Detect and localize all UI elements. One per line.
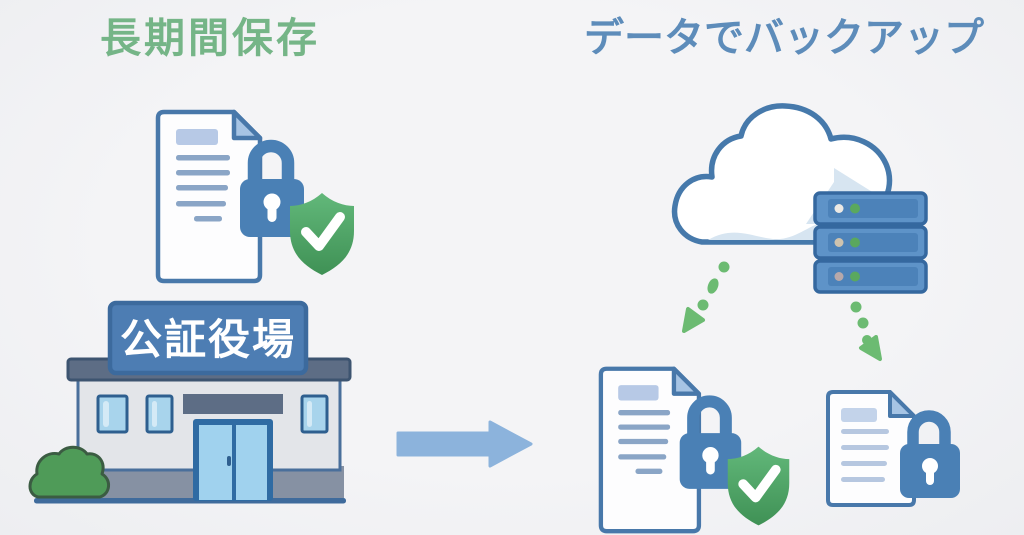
- led-light: [834, 272, 844, 281]
- left-section-title: 長期間保存: [100, 15, 320, 61]
- document-lock-shield-icon: [595, 362, 799, 535]
- right-section-title: データでバックアップ: [584, 16, 984, 60]
- document-paper: [826, 390, 916, 507]
- arrow-right-icon: [396, 420, 533, 468]
- led-green: [850, 203, 860, 214]
- notary-office-building-icon: 公証役場: [28, 300, 352, 504]
- document-lock-icon: [826, 390, 960, 507]
- server-unit: [813, 259, 928, 294]
- server-rack-icon: [813, 191, 928, 294]
- server-unit: [813, 225, 928, 260]
- led-light: [834, 238, 844, 247]
- document-text-lines: [841, 429, 889, 482]
- led-light: [834, 204, 844, 213]
- document-title-block: [841, 408, 877, 422]
- server-unit: [813, 191, 928, 226]
- window: [145, 394, 174, 434]
- cloud-servers-icon: [671, 103, 928, 294]
- window: [96, 394, 129, 434]
- dotted-arrows: [682, 261, 882, 361]
- window: [300, 394, 329, 434]
- bush: [28, 445, 110, 499]
- dotted-arrow-right-icon: [850, 301, 882, 361]
- document-lock-shield-icon: [152, 105, 364, 285]
- led-green: [850, 271, 860, 282]
- dotted-arrow-left-icon: [682, 261, 730, 333]
- door-handle: [227, 456, 231, 466]
- notary-sign-label: 公証役場: [120, 316, 296, 363]
- ground-line: [34, 498, 346, 504]
- folded-corner: [888, 390, 916, 418]
- padlock-icon: [900, 410, 960, 498]
- led-green: [850, 237, 860, 248]
- building-windows: [96, 394, 329, 434]
- double-door: [193, 419, 273, 501]
- entrance-header-band: [183, 394, 283, 414]
- building-sign: 公証役場: [107, 300, 309, 376]
